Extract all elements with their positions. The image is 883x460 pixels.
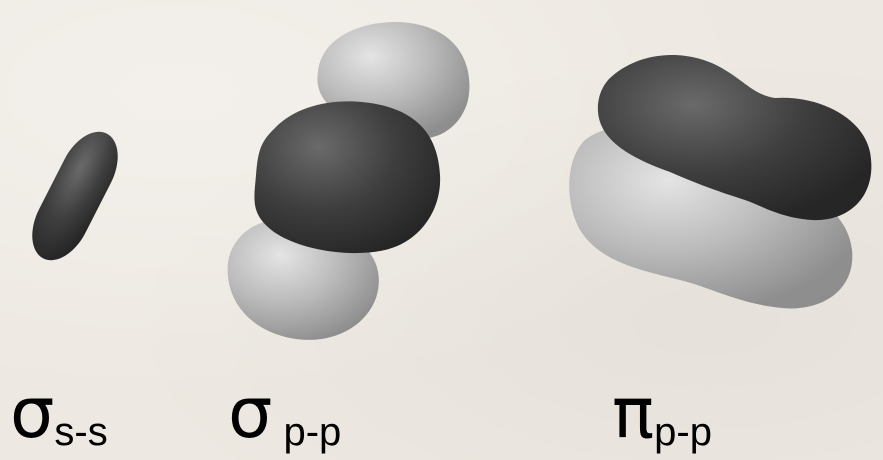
sigma-ss-symbol: σ <box>10 372 55 454</box>
sigma-ss-subscript: s-s <box>54 410 108 454</box>
sigma-pp-symbol: σ <box>228 372 273 454</box>
sigma-ss-label: σs-s <box>10 378 108 452</box>
sigma-ss-orbital <box>32 131 118 261</box>
sigma-ss-lobe <box>32 131 118 261</box>
pi-pp-symbol: π <box>612 372 655 454</box>
pi-pp-orbital <box>569 55 872 309</box>
sigma-pp-orbital <box>227 22 470 340</box>
sigma-pp-subscript: p-p <box>272 410 342 454</box>
pi-pp-label: πp-p <box>612 378 712 452</box>
sigma-pp-center-lobe <box>254 101 441 254</box>
pi-pp-bottom-lobe <box>569 125 853 309</box>
pi-pp-subscript: p-p <box>654 410 712 454</box>
sigma-pp-label: σ p-p <box>228 378 341 452</box>
pi-pp-top-lobe <box>597 55 872 221</box>
